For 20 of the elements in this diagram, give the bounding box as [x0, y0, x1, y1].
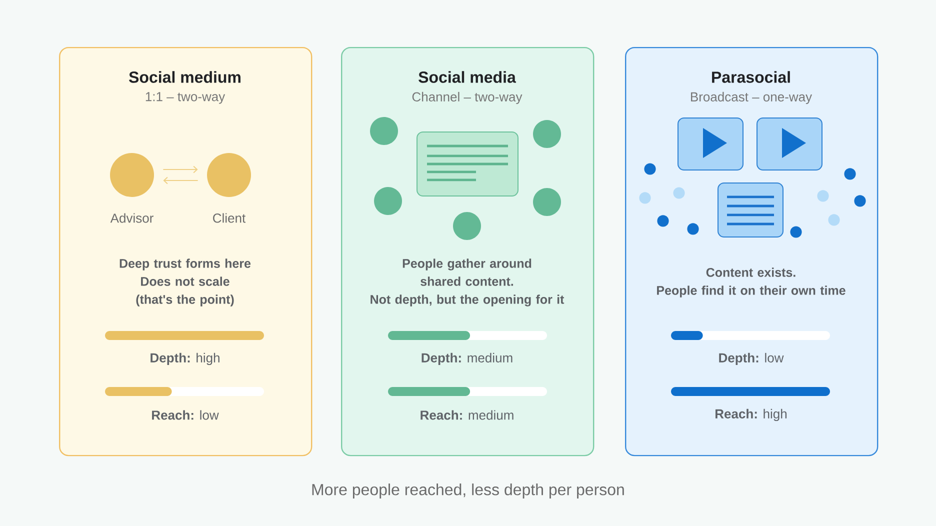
metric-label: Depth: medium: [422, 352, 512, 366]
metric-label: Reach: high: [716, 408, 787, 422]
metric-label: Reach: low: [152, 410, 219, 420]
card-title: Social medium: [129, 71, 240, 83]
person-label: Advisor: [110, 213, 154, 223]
card-title: Social media: [418, 71, 516, 83]
description-text: People gather around shared content. Not depth, but the opening for it: [370, 258, 564, 306]
card-subtitle: Channel – two-way: [412, 92, 522, 104]
description-text: Content exists. People find it on their own time: [657, 268, 846, 298]
metric-label: Reach: medium: [420, 410, 514, 420]
person-label: Client: [213, 213, 246, 223]
caption: More people reached, less depth per person: [312, 484, 624, 498]
description-text: Deep trust forms here Does not scale (that's the point): [120, 258, 251, 306]
metric-label: Depth: low: [719, 352, 784, 366]
card-subtitle: 1:1 – two-way: [146, 92, 226, 104]
card-subtitle: Broadcast – one-way: [691, 92, 812, 104]
arrow: [162, 166, 198, 174]
arrow: [163, 176, 198, 184]
metric-label: Depth: high: [150, 352, 220, 366]
card-title: Parasocial: [712, 71, 790, 83]
